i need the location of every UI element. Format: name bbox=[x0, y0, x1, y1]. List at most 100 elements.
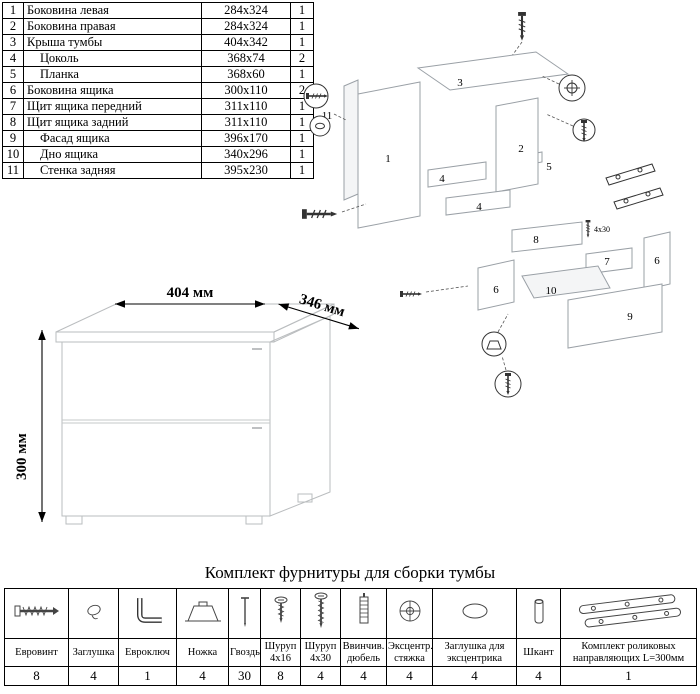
cap-icon bbox=[86, 604, 101, 620]
part-size: 284х324 bbox=[201, 2, 291, 19]
part-drawer-side-right: 6 bbox=[643, 231, 671, 291]
hardware-name: Шуруп 4х30 bbox=[300, 638, 341, 667]
part-label-11: 11 bbox=[322, 110, 333, 122]
part-top-panel: 3 bbox=[416, 51, 570, 91]
hardware-name: Шкант bbox=[516, 638, 561, 667]
hardware-icon-cell bbox=[176, 588, 229, 639]
part-number: 9 bbox=[2, 130, 24, 147]
hardware-icon-cell bbox=[260, 588, 301, 639]
screw-detail-bottom bbox=[494, 355, 522, 398]
part-label-6a: 6 bbox=[493, 284, 499, 296]
threaded-dowel-icon bbox=[359, 593, 368, 624]
part-size: 395х230 bbox=[201, 162, 291, 179]
table-row: 9 Фасад ящика 396х170 1 bbox=[2, 130, 314, 147]
hardware-qty: 1 bbox=[118, 666, 177, 686]
part-number: 5 bbox=[2, 66, 24, 83]
part-name: Боковина ящика bbox=[23, 82, 202, 99]
table-row: 5 Планка 368х60 1 bbox=[2, 66, 314, 83]
wood-dowel-icon bbox=[534, 599, 543, 624]
hardware-icon-cell bbox=[386, 588, 433, 639]
part-number: 10 bbox=[2, 146, 24, 163]
cam-lock-detail bbox=[541, 74, 586, 102]
hardware-qty-row: 8 4 1 4 30 8 4 4 4 4 4 1 bbox=[4, 666, 697, 686]
cam-lock-icon bbox=[399, 600, 420, 622]
leg-front-right bbox=[245, 515, 263, 525]
drawer-slides-icon bbox=[578, 594, 681, 628]
hardware-icon-cell bbox=[432, 588, 517, 639]
hardware-qty: 8 bbox=[260, 666, 301, 686]
hardware-qty: 4 bbox=[386, 666, 433, 686]
hardware-name: Гвоздь bbox=[228, 638, 261, 667]
cabinet-drawing bbox=[55, 303, 335, 525]
hardware-name: Шуруп 4х16 bbox=[260, 638, 301, 667]
table-row: 2 Боковина правая 284х324 1 bbox=[2, 18, 314, 35]
hardware-icon-cell bbox=[228, 588, 261, 639]
hardware-name: Эксцентр. стяжка bbox=[386, 638, 433, 667]
part-name: Стенка задняя bbox=[23, 162, 202, 179]
part-name: Боковина левая bbox=[23, 2, 202, 19]
part-size: 368х74 bbox=[201, 50, 291, 67]
hardware-qty: 4 bbox=[516, 666, 561, 686]
hardware-qty: 4 bbox=[68, 666, 119, 686]
part-size: 368х60 bbox=[201, 66, 291, 83]
dim-width: 404 мм bbox=[115, 285, 265, 308]
nail-icon bbox=[240, 597, 249, 627]
hardware-name: Ввинчив. дюбель bbox=[340, 638, 387, 667]
hardware-name: Комплект роликовых направляющих L=300мм bbox=[560, 638, 697, 667]
part-number: 7 bbox=[2, 98, 24, 115]
hardware-qty: 1 bbox=[560, 666, 697, 686]
hardware-name: Заглушка bbox=[68, 638, 119, 667]
table-row: 11 Стенка задняя 395х230 1 bbox=[2, 162, 314, 179]
dim-height: 300 мм bbox=[14, 330, 46, 522]
part-label-2: 2 bbox=[518, 143, 524, 155]
cap-detail-left bbox=[309, 115, 331, 137]
hardware-icon-cell bbox=[68, 588, 119, 639]
part-drawer-back: 8 bbox=[511, 221, 583, 253]
hardware-name: Евровинт bbox=[4, 638, 69, 667]
table-row: 8 Щит ящика задний 311х110 1 bbox=[2, 114, 314, 131]
part-plinth-back: 4 bbox=[445, 189, 511, 216]
part-name: Крыша тумбы bbox=[23, 34, 202, 51]
part-number: 3 bbox=[2, 34, 24, 51]
hardware-icon-cell bbox=[560, 588, 697, 639]
hardware-icons-row bbox=[4, 588, 697, 639]
hardware-qty: 8 bbox=[4, 666, 69, 686]
hardware-names-row: Евровинт Заглушка Евроключ Ножка Гвоздь … bbox=[4, 638, 697, 667]
part-qty: 1 bbox=[290, 162, 314, 179]
leg-back bbox=[297, 493, 313, 503]
part-label-9: 9 bbox=[627, 311, 633, 323]
table-row: 10 Дно ящика 340х296 1 bbox=[2, 146, 314, 163]
parts-table: 1 Боковина левая 284х324 1 2 Боковина пр… bbox=[2, 2, 314, 179]
screw-detail-right bbox=[545, 113, 596, 143]
hex-key-icon bbox=[136, 598, 162, 623]
part-size: 311х110 bbox=[201, 114, 291, 131]
hardware-icon-cell bbox=[118, 588, 177, 639]
dim-depth: 346 мм bbox=[278, 291, 360, 330]
part-size: 300х110 bbox=[201, 82, 291, 99]
table-row: 7 Щит ящика передний 311х110 1 bbox=[2, 98, 314, 115]
part-drawer-facade: 9 bbox=[567, 283, 663, 349]
screw-4x30-icon bbox=[314, 592, 327, 628]
leg-detail-bottom bbox=[481, 313, 509, 357]
screw-4x16-icon bbox=[274, 596, 287, 623]
part-number: 6 bbox=[2, 82, 24, 99]
part-number: 2 bbox=[2, 18, 24, 35]
screw-size-note: 4х30 bbox=[594, 225, 610, 234]
part-label-4a: 4 bbox=[439, 173, 445, 185]
table-row: 1 Боковина левая 284х324 1 bbox=[2, 2, 314, 19]
part-drawer-side-left: 6 bbox=[477, 259, 515, 311]
part-size: 396х170 bbox=[201, 130, 291, 147]
part-label-3: 3 bbox=[457, 77, 463, 89]
product-drawing: 404 мм 346 мм 300 мм bbox=[14, 285, 360, 525]
part-label-8: 8 bbox=[533, 234, 539, 246]
hardware-icon-cell bbox=[516, 588, 561, 639]
drawer-slide-rails bbox=[605, 163, 664, 210]
part-size: 311х110 bbox=[201, 98, 291, 115]
depth-label: 346 мм bbox=[297, 291, 346, 320]
hardware-icon-cell bbox=[4, 588, 69, 639]
part-name: Планка bbox=[23, 66, 202, 83]
hardware-title: Комплект фурнитуры для сборки тумбы bbox=[204, 563, 496, 582]
part-number: 11 bbox=[2, 162, 24, 179]
hardware-table: Евровинт Заглушка Евроключ Ножка Гвоздь … bbox=[4, 588, 697, 686]
part-plinth-front: 4 bbox=[427, 161, 487, 188]
